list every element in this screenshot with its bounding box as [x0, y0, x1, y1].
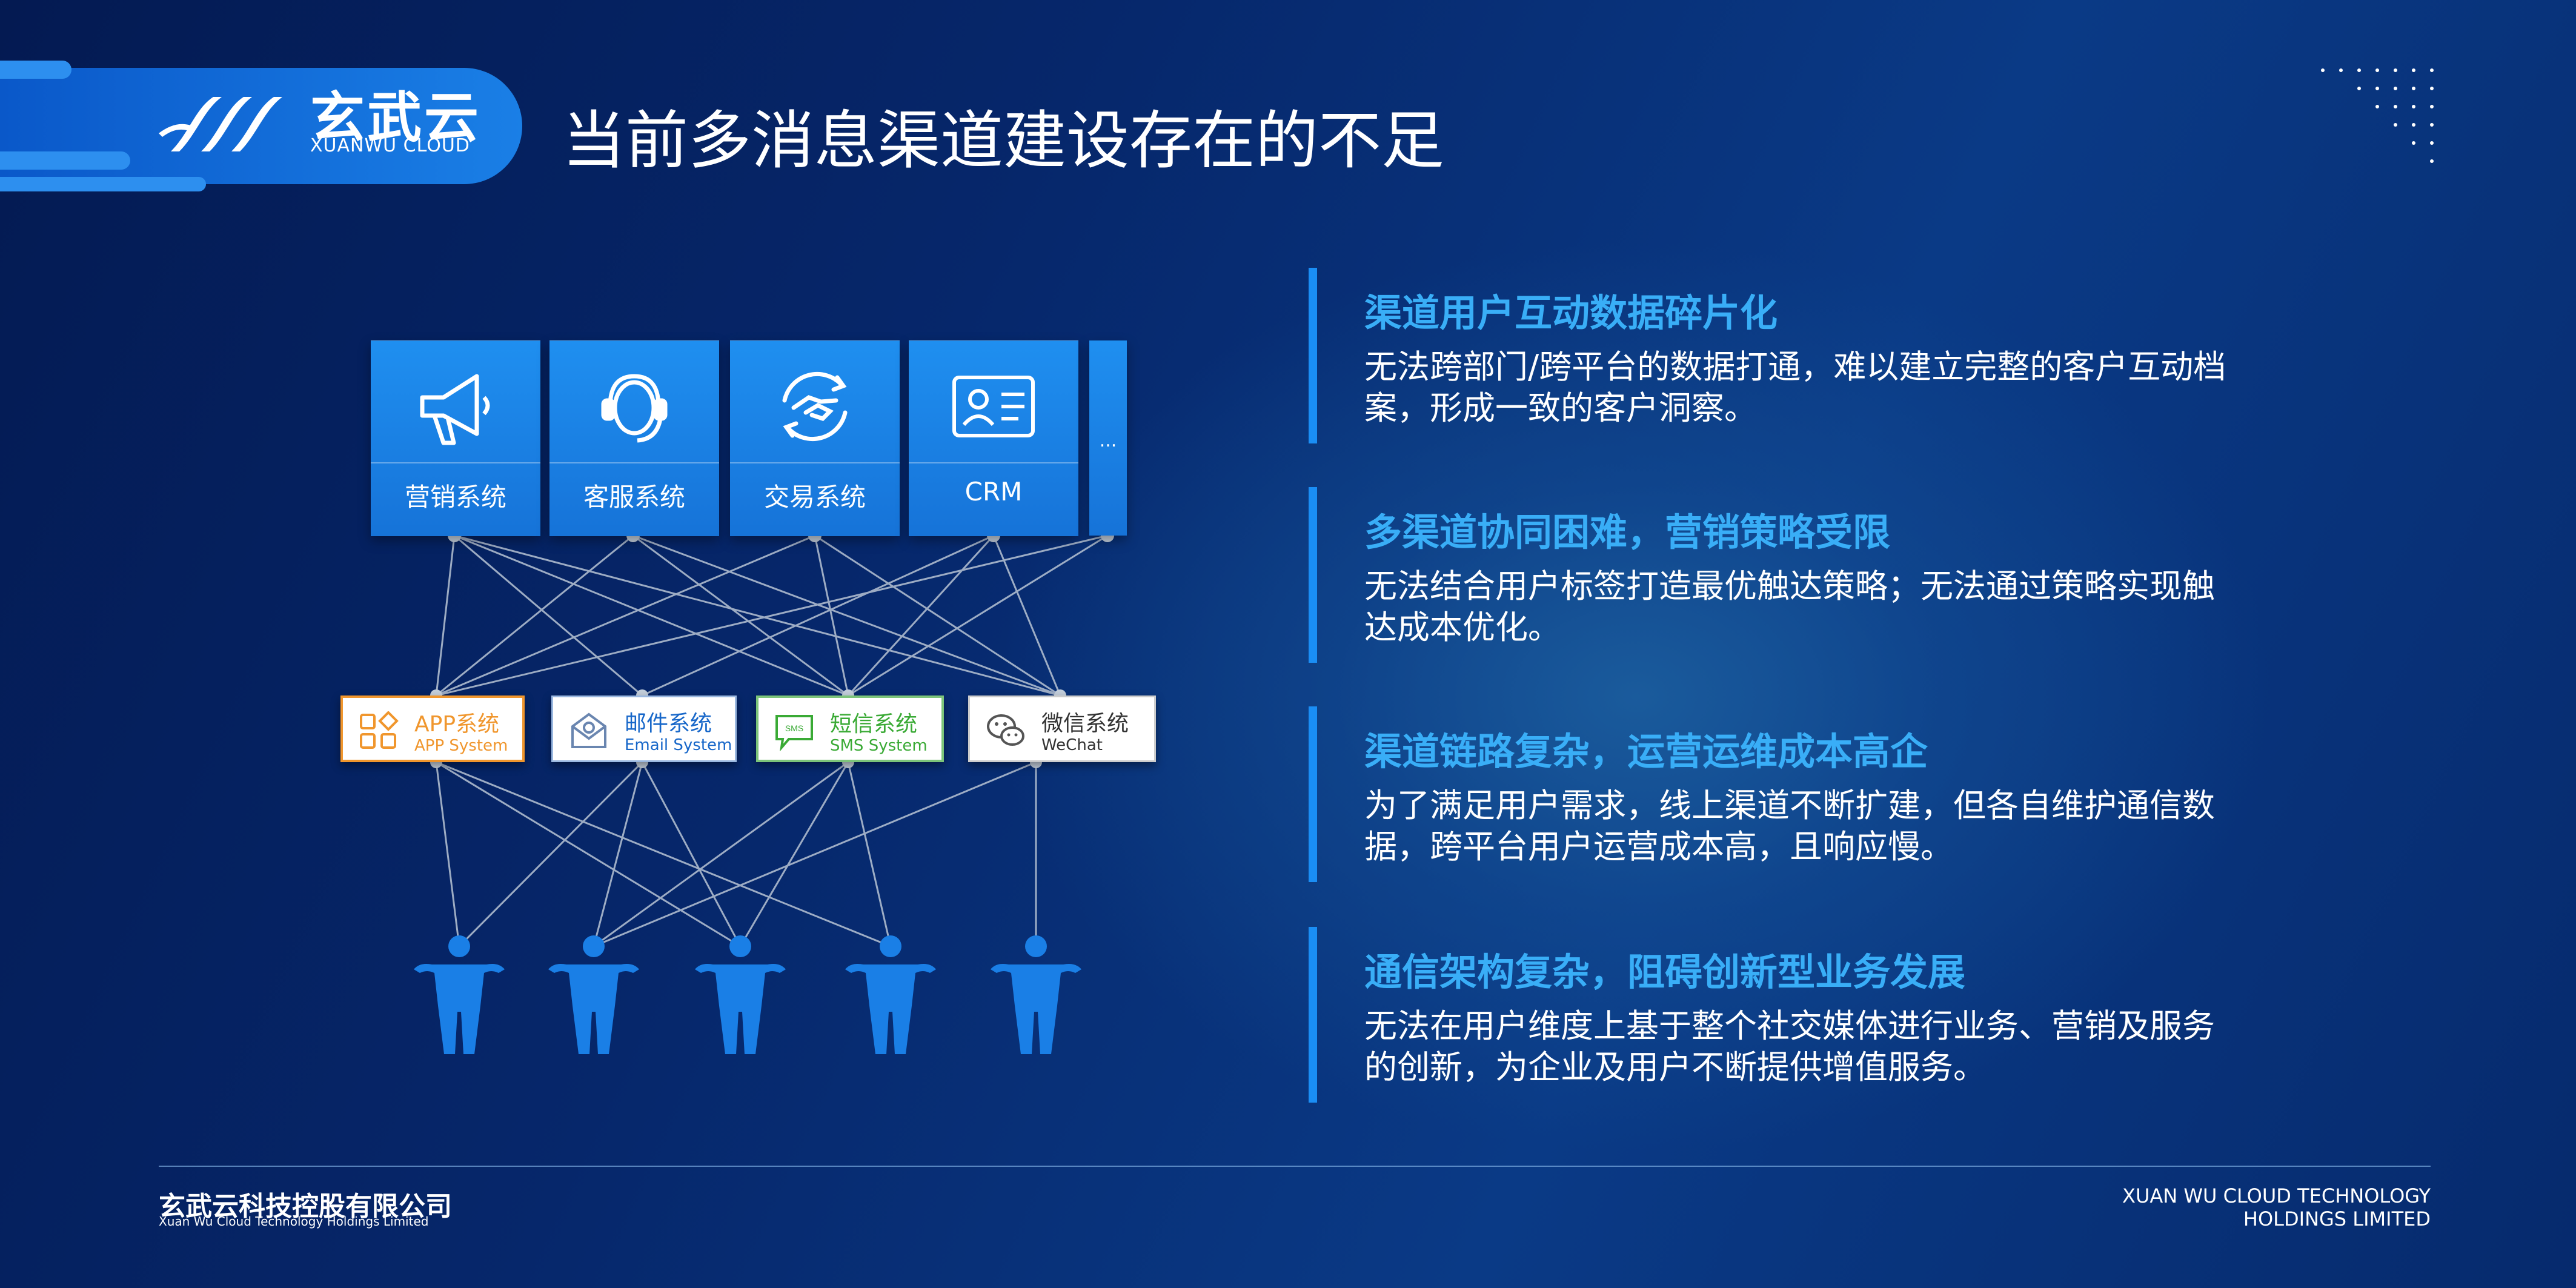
system-card-more: ... — [1089, 340, 1127, 536]
issue-title: 渠道链路复杂，运营运维成本高企 — [1364, 729, 1928, 774]
issue-section-2: 多渠道协同困难，营销策略受限 无法结合用户标签打造最优触达策略；无法通过策略实现… — [1309, 487, 2217, 663]
section-accent-bar — [1309, 927, 1317, 1103]
issue-body: 无法在用户维度上基于整个社交媒体进行业务、营销及服务的创新，为企业及用户不断提供… — [1364, 1007, 2215, 1086]
issue-body: 无法跨部门/跨平台的数据打通，难以建立完整的客户互动档案，形成一致的客户洞察。 — [1364, 348, 2226, 427]
channel-wechat: 微信系统 WeChat — [968, 695, 1156, 762]
logo-text-en: XUANWU CLOUD — [310, 135, 470, 156]
id-card-icon — [952, 376, 1035, 437]
user-person-icon — [845, 935, 936, 1054]
footer-company-cn: 玄武云科技控股有限公司 — [159, 1191, 452, 1222]
system-label: CRM — [964, 477, 1023, 506]
logo-stripe — [0, 151, 130, 170]
section-accent-bar — [1309, 487, 1317, 663]
channel-name-cn: 短信系统 — [830, 712, 918, 737]
footer-company-right: XUAN WU CLOUD TECHNOLOGY HOLDINGS LIMITE… — [2122, 1184, 2431, 1230]
slide-title: 当前多消息渠道建设存在的不足 — [562, 104, 1445, 178]
footer-right-line2: HOLDINGS LIMITED — [2243, 1207, 2431, 1230]
channel-email: 邮件系统 Email System — [551, 695, 737, 762]
svg-text:SMS: SMS — [785, 723, 803, 733]
user-person-icon — [414, 935, 505, 1054]
logo-stripe — [0, 61, 71, 79]
footer-company-en: Xuan Wu Cloud Technology Holdings Limite… — [159, 1214, 429, 1229]
issue-title: 多渠道协同困难，营销策略受限 — [1364, 510, 1891, 554]
section-accent-bar — [1309, 268, 1317, 443]
channel-name-en: APP System — [414, 737, 508, 755]
handshake-icon — [782, 371, 848, 442]
channel-name-cn: 邮件系统 — [625, 711, 712, 736]
system-label: 交易系统 — [763, 482, 866, 512]
issue-title: 通信架构复杂，阻碍创新型业务发展 — [1364, 950, 1966, 994]
section-accent-bar — [1309, 706, 1317, 882]
system-label: 营销系统 — [404, 482, 506, 512]
headset-agent-icon — [601, 374, 668, 443]
logo-stripe — [0, 177, 206, 191]
footer-divider — [159, 1166, 2431, 1167]
channel-app: APP系统 APP System — [340, 695, 525, 762]
issue-section-1: 渠道用户互动数据碎片化 无法跨部门/跨平台的数据打通，难以建立完整的客户互动档案… — [1309, 268, 2226, 443]
envelope-icon — [571, 712, 606, 748]
system-card-trade: 交易系统 — [730, 340, 900, 536]
channel-name-cn: APP系统 — [414, 712, 500, 737]
footer-right-line1: XUAN WU CLOUD TECHNOLOGY — [2122, 1184, 2431, 1207]
channel-name-en: Email System — [625, 736, 732, 754]
app-grid-icon — [360, 711, 399, 749]
system-label: 客服系统 — [583, 482, 685, 512]
system-card-marketing: 营销系统 — [371, 340, 540, 536]
more-ellipsis: ... — [1099, 430, 1117, 451]
decorative-dots-icon — [2321, 68, 2434, 163]
logo-text-cn: 玄武云 — [310, 86, 481, 150]
system-card-crm: CRM — [909, 340, 1078, 536]
issue-title: 渠道用户互动数据碎片化 — [1364, 291, 1778, 335]
wechat-icon — [987, 714, 1024, 746]
megaphone-icon — [420, 374, 490, 445]
user-person-icon — [991, 935, 1081, 1054]
user-person-icon — [695, 935, 786, 1054]
issue-section-3: 渠道链路复杂，运营运维成本高企 为了满足用户需求，线上渠道不断扩建，但各自维护通… — [1309, 706, 2217, 882]
sms-bubble-icon: SMS — [775, 715, 813, 751]
issue-body: 为了满足用户需求，线上渠道不断扩建，但各自维护通信数据，跨平台用户运营成本高，且… — [1364, 786, 2215, 866]
channel-name-cn: 微信系统 — [1041, 711, 1129, 736]
channel-sms: SMS 短信系统 SMS System — [756, 695, 944, 762]
channel-name-en: WeChat — [1041, 736, 1103, 754]
connection-network — [430, 529, 1114, 948]
user-person-icon — [548, 935, 639, 1054]
issue-body: 无法结合用户标签打造最优触达策略；无法通过策略实现触达成本优化。 — [1364, 567, 2215, 646]
channel-name-en: SMS System — [830, 737, 928, 755]
system-card-service: 客服系统 — [549, 340, 719, 536]
issue-section-4: 通信架构复杂，阻碍创新型业务发展 无法在用户维度上基于整个社交媒体进行业务、营销… — [1309, 927, 2217, 1103]
xuanwu-logo-icon — [159, 97, 282, 151]
